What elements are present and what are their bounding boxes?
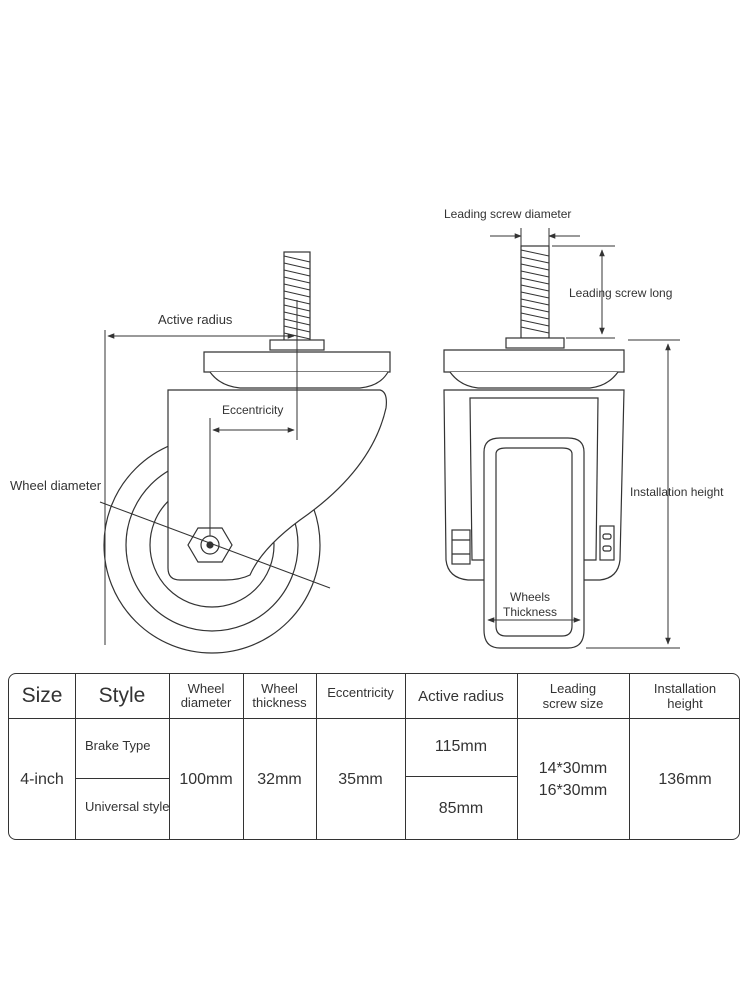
front-view-caster xyxy=(443,245,625,649)
cell-installation-height: 136mm xyxy=(658,770,712,788)
front-view-dimensions xyxy=(487,228,680,649)
top-plate-front xyxy=(443,349,625,373)
col-divider xyxy=(517,674,518,839)
cell-style-universal: Universal style xyxy=(85,799,170,814)
radius-divider xyxy=(405,776,517,777)
col-divider xyxy=(629,674,630,839)
header-size: Size xyxy=(21,684,63,707)
col-divider xyxy=(316,674,317,839)
label-leading-screw-long: Leading screw long xyxy=(569,286,672,300)
cell-wheel-thickness: 32mm xyxy=(257,770,302,788)
label-wheels-thickness-1: Wheels xyxy=(510,590,550,604)
label-installation-height: Installation height xyxy=(630,485,724,499)
col-divider xyxy=(405,674,406,839)
col-divider xyxy=(169,674,170,839)
cell-active-radius-1: 115mm xyxy=(434,738,488,755)
col-divider xyxy=(243,674,244,839)
cell-style-brake: Brake Type xyxy=(85,738,151,753)
header-active-radius: Active radius xyxy=(418,687,504,705)
style-divider xyxy=(75,778,169,779)
side-view-caster xyxy=(103,251,391,654)
label-leading-screw-diameter: Leading screw diameter xyxy=(444,207,571,221)
col-divider xyxy=(75,674,76,839)
cell-wheel-diameter: 100mm xyxy=(179,770,233,788)
side-view-dimensions xyxy=(99,300,331,645)
label-active-radius: Active radius xyxy=(158,312,233,327)
wheel-front xyxy=(483,437,585,649)
header-eccentricity: Eccentricity xyxy=(327,684,394,700)
header-divider xyxy=(9,718,739,719)
label-wheels-thickness-2: Thickness xyxy=(503,605,557,619)
cell-eccentricity: 35mm xyxy=(338,770,383,788)
header-style: Style xyxy=(98,684,146,707)
label-wheel-diameter: Wheel diameter xyxy=(10,478,102,493)
label-eccentricity: Eccentricity xyxy=(222,403,283,417)
brake-lever-front xyxy=(599,525,615,561)
cell-active-radius-2: 85mm xyxy=(438,799,484,817)
caster-dimension-diagram: Active radius Eccentricity Wheel diamete… xyxy=(10,207,724,654)
cell-size: 4-inch xyxy=(20,770,64,788)
threaded-stem-front xyxy=(505,245,565,349)
axle-nut-front xyxy=(451,529,471,565)
